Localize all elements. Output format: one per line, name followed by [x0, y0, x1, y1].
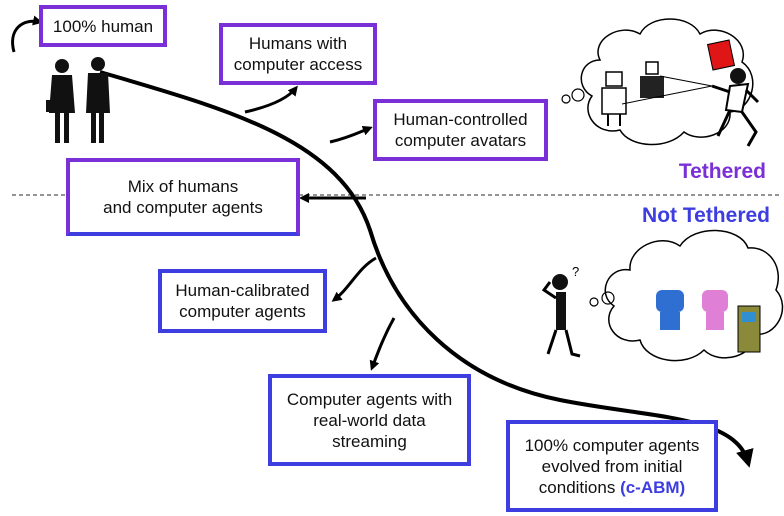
- businessmen-illustration: [46, 57, 110, 143]
- box-human-controlled-avatars: Human-controlled computer avatars: [373, 99, 548, 161]
- branch-arrow-avatars: [329, 125, 373, 144]
- untethered-cloud-illustration: ?: [541, 229, 784, 362]
- branch-arrow-calibrated: [331, 256, 377, 302]
- box-human-calibrated-agents: Human-calibrated computer agents: [158, 269, 327, 333]
- box-agents-realworld-streaming: Computer agents with real-world data str…: [268, 374, 471, 466]
- tethered-cloud-illustration: [561, 18, 760, 147]
- box-agents-100-evolved-text: 100% computer agents evolved from initia…: [524, 435, 700, 497]
- continuum-curve: [99, 70, 754, 468]
- box-mix-humans-agents: Mix of humans and computer agents: [66, 158, 300, 236]
- box-agents-100-evolved: 100% computer agents evolved from initia…: [506, 420, 718, 512]
- label-not-tethered: Not Tethered: [642, 204, 770, 227]
- box-100-percent-human: 100% human: [39, 5, 167, 47]
- label-tethered: Tethered: [678, 160, 766, 183]
- c-abm-highlight: (c-ABM): [620, 477, 686, 497]
- branch-arrow-streaming: [369, 317, 396, 371]
- svg-text:?: ?: [572, 264, 579, 279]
- human-loop-arrow: [11, 15, 43, 53]
- branch-arrow-computer-access: [244, 85, 298, 114]
- box-humans-computer-access: Humans with computer access: [219, 23, 377, 85]
